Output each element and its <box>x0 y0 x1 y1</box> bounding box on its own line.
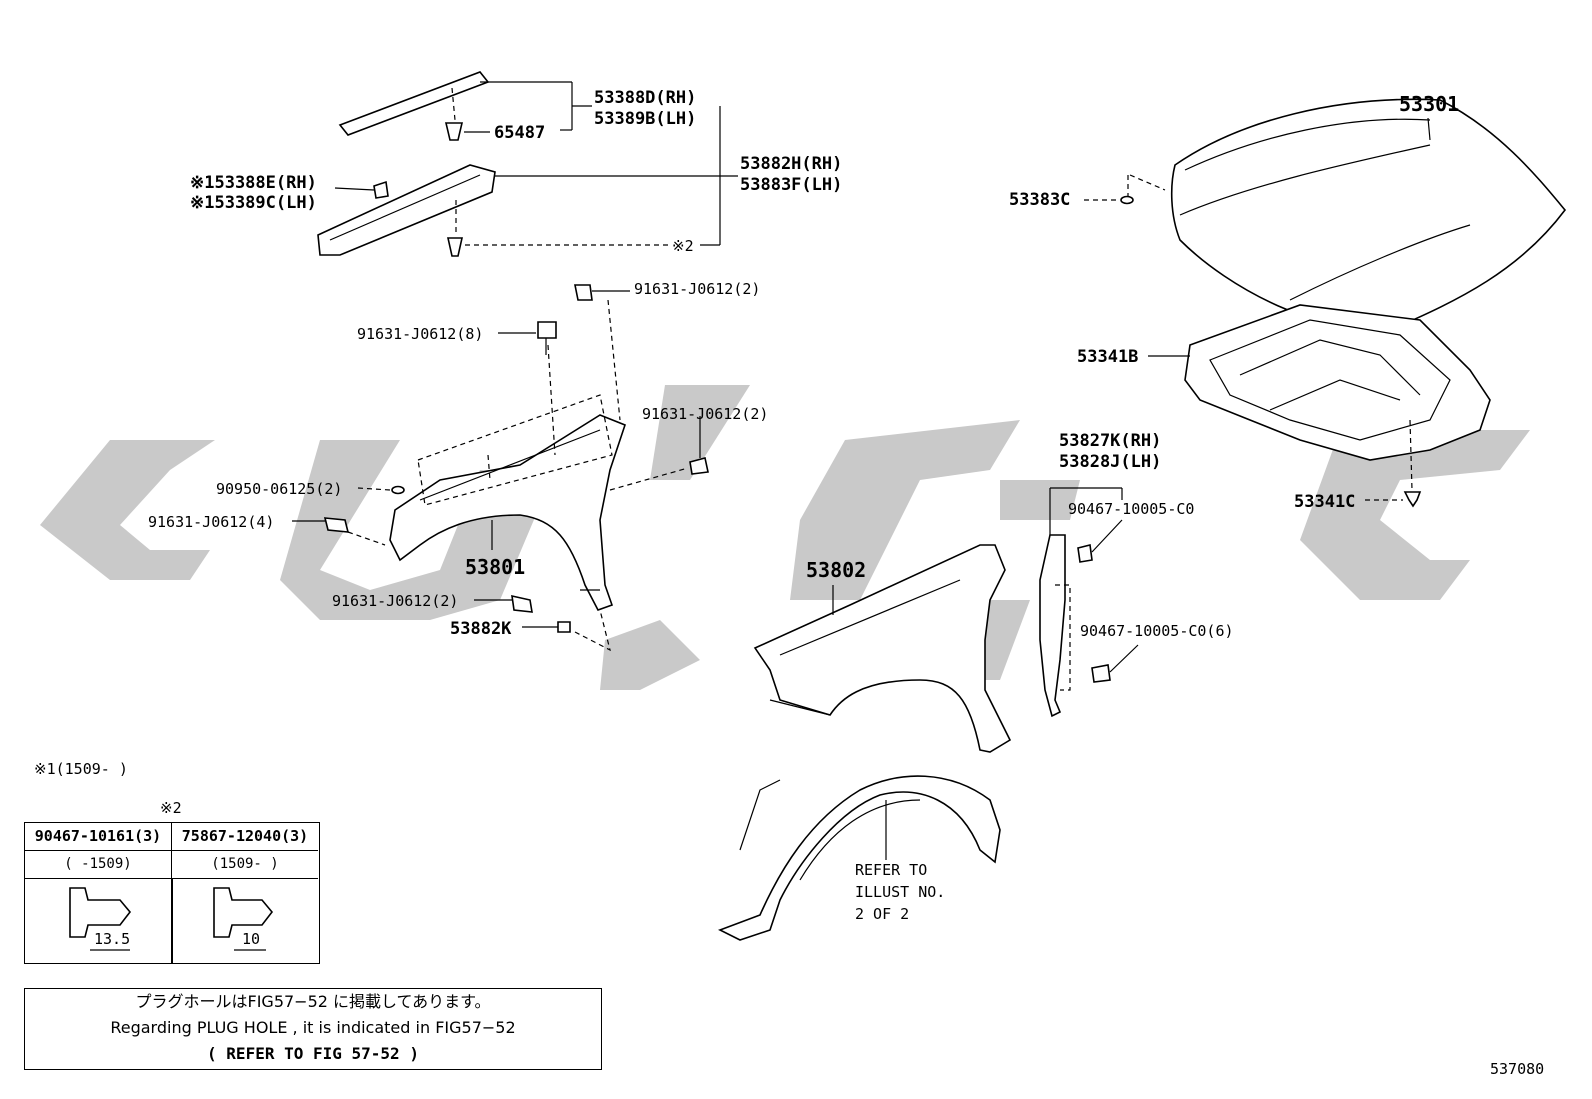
dim-1: 13.5 <box>94 930 130 948</box>
label-bolt-d: 91631-J0612(4) <box>148 513 274 531</box>
fender-rh-part <box>389 414 626 611</box>
label-screw-a: 90467-10005-C0 <box>1068 500 1194 518</box>
label-insulator-clip: 53341C <box>1294 492 1355 512</box>
note-box: プラグホールはFIG57−52 に掲載してあります。 Regarding PLU… <box>24 988 602 1070</box>
legend-table: 90467-10161(3) 75867-12040(3) ( -1509) (… <box>24 822 320 964</box>
fender-liner-part <box>1039 534 1066 718</box>
legend-divider <box>171 878 173 963</box>
label-hood: 53301 <box>1399 92 1459 116</box>
label-fender-rh: 53801 <box>465 555 525 579</box>
fender-seal-part <box>317 164 496 256</box>
legend-mark: ※2 <box>160 799 182 817</box>
dim-2: 10 <box>242 930 260 948</box>
clip-sketch-2 <box>213 887 274 951</box>
label-seal-lh: 53389B(LH) <box>594 109 696 129</box>
footnote-1: ※1(1509- ) <box>34 760 128 778</box>
label-bolt-e: 91631-J0612(2) <box>332 592 458 610</box>
label-fender-seal-lh: 53883F(LH) <box>740 175 842 195</box>
legend-col2-part: 75867-12040(3) <box>172 823 318 851</box>
hood-insulator-part <box>1184 304 1491 461</box>
label-screw-b: 90467-10005-C0(6) <box>1080 622 1234 640</box>
label-liner-rh: 53827K(RH) <box>1059 431 1161 451</box>
label-bolt-a: 91631-J0612(2) <box>634 280 760 298</box>
diagram-id: 537080 <box>1490 1060 1544 1078</box>
refer-note-line-3: 2 OF 2 <box>855 905 909 923</box>
hood-seal-part <box>338 71 490 136</box>
hood-part <box>1170 98 1567 332</box>
note-line-jp: プラグホールはFIG57−52 に掲載してあります。 <box>135 992 491 1011</box>
refer-note-line-1: REFER TO <box>855 861 927 879</box>
label-seal-sub-lh: ※153389C(LH) <box>190 193 317 213</box>
label-note2-mark: ※2 <box>672 237 694 255</box>
legend-col1-range: ( -1509) <box>25 850 172 879</box>
label-seal-rh: 53388D(RH) <box>594 88 696 108</box>
label-fender-seal-rh: 53882H(RH) <box>740 154 842 174</box>
legend-col1-part: 90467-10161(3) <box>25 823 172 851</box>
label-hood-insulator: 53341B <box>1077 347 1138 367</box>
label-bolt-c: 91631-J0612(2) <box>642 405 768 423</box>
label-seal-clip: 65487 <box>494 123 545 143</box>
label-fender-lh: 53802 <box>806 558 866 582</box>
label-hood-cushion: 53383C <box>1009 190 1070 210</box>
note-line-refer: ( REFER TO FIG 57-52 ) <box>207 1044 419 1063</box>
label-seal-sub-rh: ※153388E(RH) <box>190 173 317 193</box>
label-fender-seal-k: 53882K <box>450 619 512 639</box>
note-line-en: Regarding PLUG HOLE , it is indicated in… <box>110 1018 516 1037</box>
wheel-liner-part <box>718 775 1001 941</box>
label-liner-lh: 53828J(LH) <box>1059 452 1161 472</box>
fender-lh-part <box>753 544 1012 753</box>
clip-sketch-1 <box>69 887 132 951</box>
label-bolt-b: 91631-J0612(8) <box>357 325 483 343</box>
refer-note-line-2: ILLUST NO. <box>855 883 945 901</box>
label-clip-a: 90950-06125(2) <box>216 480 342 498</box>
legend-col2-range: (1509- ) <box>172 850 318 879</box>
